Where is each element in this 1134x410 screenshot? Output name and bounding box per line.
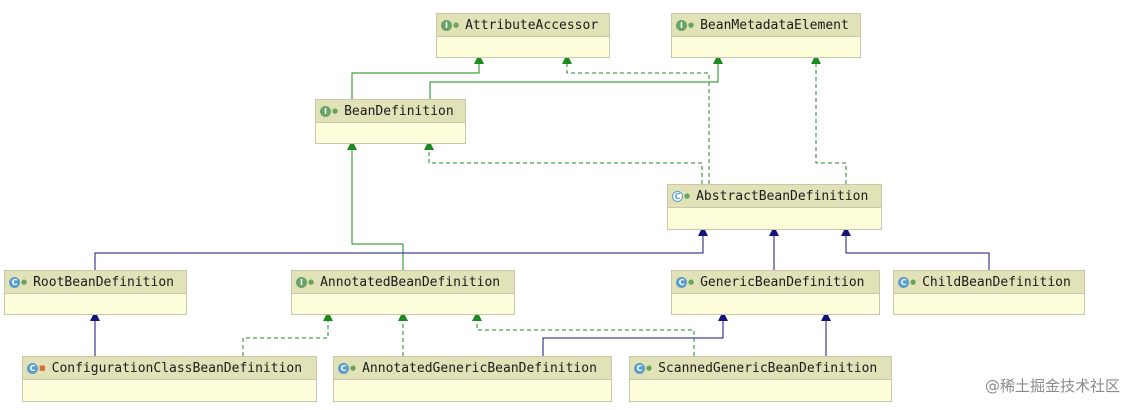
- node-label: BeanDefinition: [344, 103, 454, 119]
- node-child-bean-definition[interactable]: C● ChildBeanDefinition: [893, 270, 1085, 315]
- edge-beandefinition-beanmetadataelement: [429, 54, 723, 99]
- node-bean-metadata-element[interactable]: I● BeanMetadataElement: [671, 13, 861, 58]
- node-label: RootBeanDefinition: [33, 274, 174, 290]
- node-attribute-accessor[interactable]: I● AttributeAccessor: [436, 13, 610, 58]
- node-label: AttributeAccessor: [465, 17, 599, 33]
- public-icon: ●: [453, 21, 460, 29]
- public-icon: ●: [21, 278, 28, 286]
- node-generic-bean-definition[interactable]: C● GenericBeanDefinition: [671, 270, 880, 315]
- node-header: C● RootBeanDefinition: [5, 271, 186, 294]
- node-annotated-bean-definition[interactable]: I● AnnotatedBeanDefinition: [291, 270, 515, 315]
- public-icon: ●: [688, 21, 695, 29]
- node-header: C● ChildBeanDefinition: [894, 271, 1084, 294]
- node-label: GenericBeanDefinition: [700, 274, 865, 290]
- edge-beandefinition-attributeaccessor: [351, 54, 484, 99]
- class-icon: C: [338, 362, 349, 374]
- public-icon: ●: [308, 278, 315, 286]
- class-icon: C: [676, 276, 687, 288]
- public-icon: ●: [684, 192, 691, 200]
- public-icon: ●: [688, 278, 695, 286]
- class-icon: C: [634, 362, 645, 374]
- node-label: ConfigurationClassBeanDefinition: [51, 360, 303, 376]
- package-private-icon: ■: [39, 364, 46, 372]
- node-root-bean-definition[interactable]: C● RootBeanDefinition: [4, 270, 187, 315]
- edge-abstract-attributeaccessor: [562, 54, 710, 184]
- node-label: AnnotatedGenericBeanDefinition: [362, 360, 597, 376]
- public-icon: ●: [350, 364, 357, 372]
- watermark: @稀土掘金技术社区: [984, 377, 1120, 395]
- class-icon: C: [898, 276, 909, 288]
- public-icon: ●: [332, 107, 339, 115]
- edge-annotated-beandefinition: [347, 140, 404, 270]
- node-header: C● ScannedGenericBeanDefinition: [630, 357, 891, 380]
- node-label: BeanMetadataElement: [700, 17, 849, 33]
- node-header: C● AbstractBeanDefinition: [668, 185, 881, 208]
- node-label: AbstractBeanDefinition: [696, 188, 869, 204]
- interface-icon: I: [296, 276, 307, 288]
- edge-abstract-beandefinition: [424, 140, 703, 184]
- interface-icon: I: [320, 105, 331, 117]
- node-header: I● BeanDefinition: [316, 100, 465, 123]
- node-scanned-generic-bean-definition[interactable]: C● ScannedGenericBeanDefinition: [629, 356, 892, 402]
- public-icon: ●: [910, 278, 917, 286]
- node-annotated-generic-bean-definition[interactable]: C● AnnotatedGenericBeanDefinition: [333, 356, 612, 402]
- edge-abstract-beanmetadataelement: [811, 54, 847, 184]
- node-configuration-class-bean-definition[interactable]: C■ ConfigurationClassBeanDefinition: [22, 356, 317, 402]
- node-label: ScannedGenericBeanDefinition: [658, 360, 878, 376]
- public-icon: ●: [646, 364, 653, 372]
- node-header: C● AnnotatedGenericBeanDefinition: [334, 357, 611, 380]
- node-header: I● BeanMetadataElement: [672, 14, 860, 37]
- abstract-class-icon: C: [672, 190, 683, 202]
- node-header: C● GenericBeanDefinition: [672, 271, 879, 294]
- edge-configuration-annotated: [242, 311, 333, 356]
- edge-scanned-annotated: [472, 311, 695, 356]
- class-icon: C: [9, 276, 20, 288]
- node-header: I● AttributeAccessor: [437, 14, 609, 37]
- node-header: I● AnnotatedBeanDefinition: [292, 271, 514, 294]
- node-label: ChildBeanDefinition: [922, 274, 1071, 290]
- edge-child-abstract: [841, 226, 990, 270]
- node-bean-definition[interactable]: I● BeanDefinition: [315, 99, 466, 144]
- node-header: C■ ConfigurationClassBeanDefinition: [23, 357, 316, 380]
- class-icon: C: [27, 362, 38, 374]
- edge-annotatedgeneric-generic: [542, 311, 728, 356]
- interface-icon: I: [441, 19, 452, 31]
- node-abstract-bean-definition[interactable]: C● AbstractBeanDefinition: [667, 184, 882, 230]
- interface-icon: I: [676, 19, 687, 31]
- node-label: AnnotatedBeanDefinition: [320, 274, 501, 290]
- edge-root-abstract: [94, 226, 708, 270]
